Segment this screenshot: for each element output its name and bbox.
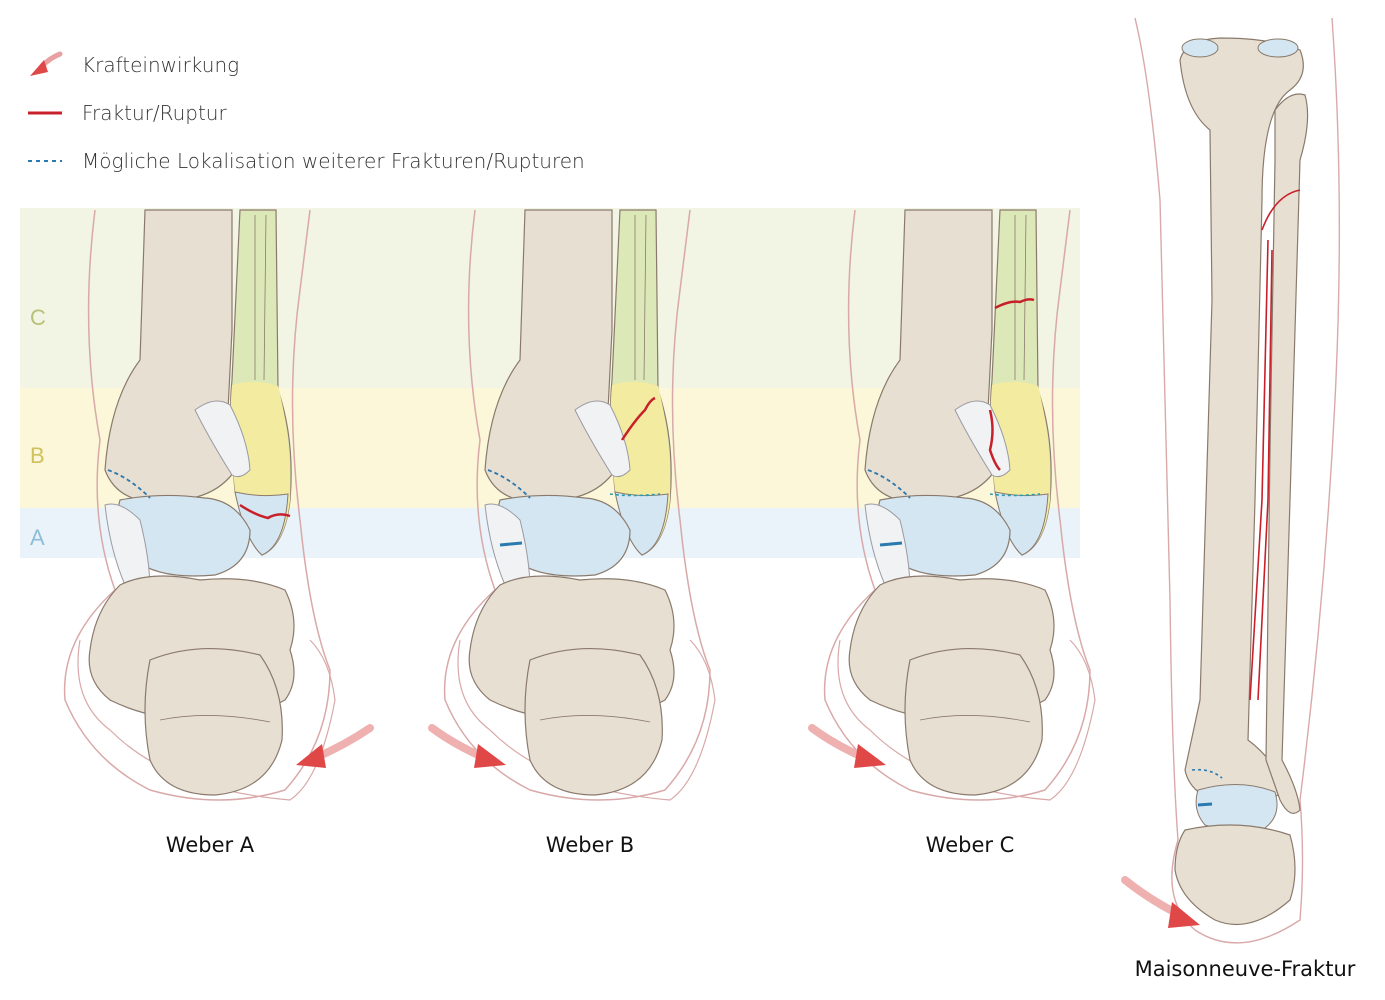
fracture-line xyxy=(620,396,656,441)
caption-maisonneuve: Maisonneuve-Fraktur xyxy=(1134,957,1356,981)
legend-label-fracture: Fraktur/Ruptur xyxy=(82,101,227,125)
possible-line xyxy=(867,469,911,499)
fracture-line xyxy=(994,298,1035,310)
fracture-line xyxy=(988,409,1001,471)
possible-line xyxy=(1191,768,1223,779)
fracture-line xyxy=(1249,189,1301,701)
panel-weber-c xyxy=(808,209,1096,801)
panel-weber-b xyxy=(428,209,716,801)
force-arrow-icon xyxy=(1121,876,1200,928)
dashed-line-icon xyxy=(24,146,64,176)
panel-maisonneuve xyxy=(1121,17,1341,944)
possible-line xyxy=(107,469,151,499)
caption-weber-a: Weber A xyxy=(165,833,255,857)
legend-item-force: Krafteinwirkung xyxy=(24,50,239,80)
force-arrow-icon xyxy=(808,724,886,768)
zone-label-b: B xyxy=(30,443,45,468)
force-arrow-icon xyxy=(24,50,64,80)
possible-line xyxy=(487,469,531,499)
legend-label-force: Krafteinwirkung xyxy=(82,53,240,77)
panel-weber-a xyxy=(63,209,374,801)
legend-label-possible: Mögliche Lokalisation weiterer Frakturen… xyxy=(82,149,585,173)
caption-weber-c: Weber C xyxy=(925,833,1015,857)
fracture-line xyxy=(239,503,291,520)
legend-item-fracture: Fraktur/Ruptur xyxy=(24,98,227,128)
caption-weber-b: Weber B xyxy=(545,833,635,857)
legend-item-possible: Mögliche Lokalisation weiterer Frakturen… xyxy=(24,146,585,176)
force-arrow-icon xyxy=(296,724,374,768)
force-arrow-icon xyxy=(428,724,506,768)
zone-label-c: C xyxy=(30,305,46,330)
fracture-line-icon xyxy=(24,98,64,128)
zone-label-a: A xyxy=(30,525,45,550)
